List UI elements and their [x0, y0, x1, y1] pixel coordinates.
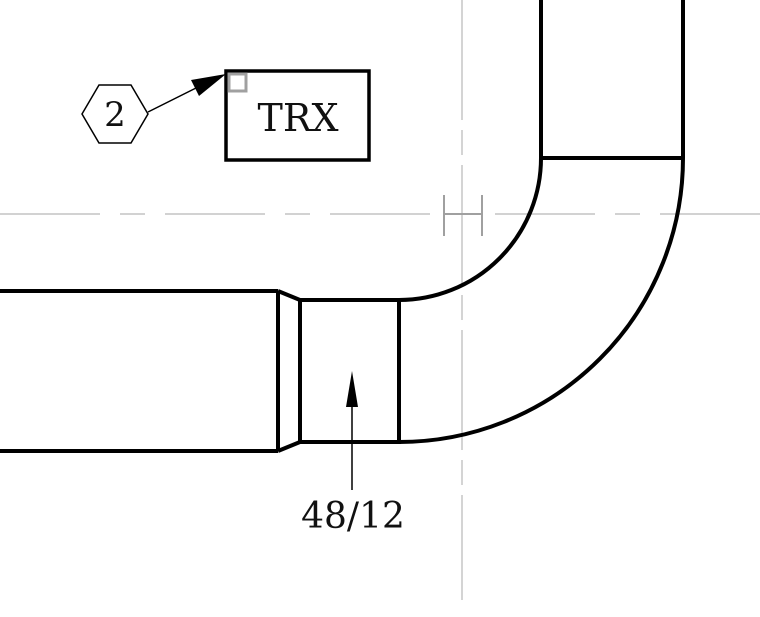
dimension-callout: 48/12 — [301, 371, 405, 537]
dimension-text: 48/12 — [301, 496, 405, 537]
label-text: TRX — [257, 96, 338, 140]
leader-line — [147, 83, 205, 113]
dimension-arrowhead — [346, 371, 358, 407]
leader-arrowhead — [191, 74, 226, 96]
tag-number: 2 — [104, 95, 126, 135]
left-duct — [0, 289, 280, 453]
grip-square — [227, 72, 248, 93]
elbow — [398, 0, 685, 444]
tag-callout: 2 — [81, 74, 226, 144]
tag-hexagon — [81, 84, 149, 144]
centerlines — [0, 0, 760, 600]
label-box-frame — [224, 69, 371, 162]
reducer — [277, 289, 301, 453]
center-marker — [443, 195, 483, 236]
label-box: TRX — [224, 69, 371, 162]
duct-section — [298, 298, 401, 444]
